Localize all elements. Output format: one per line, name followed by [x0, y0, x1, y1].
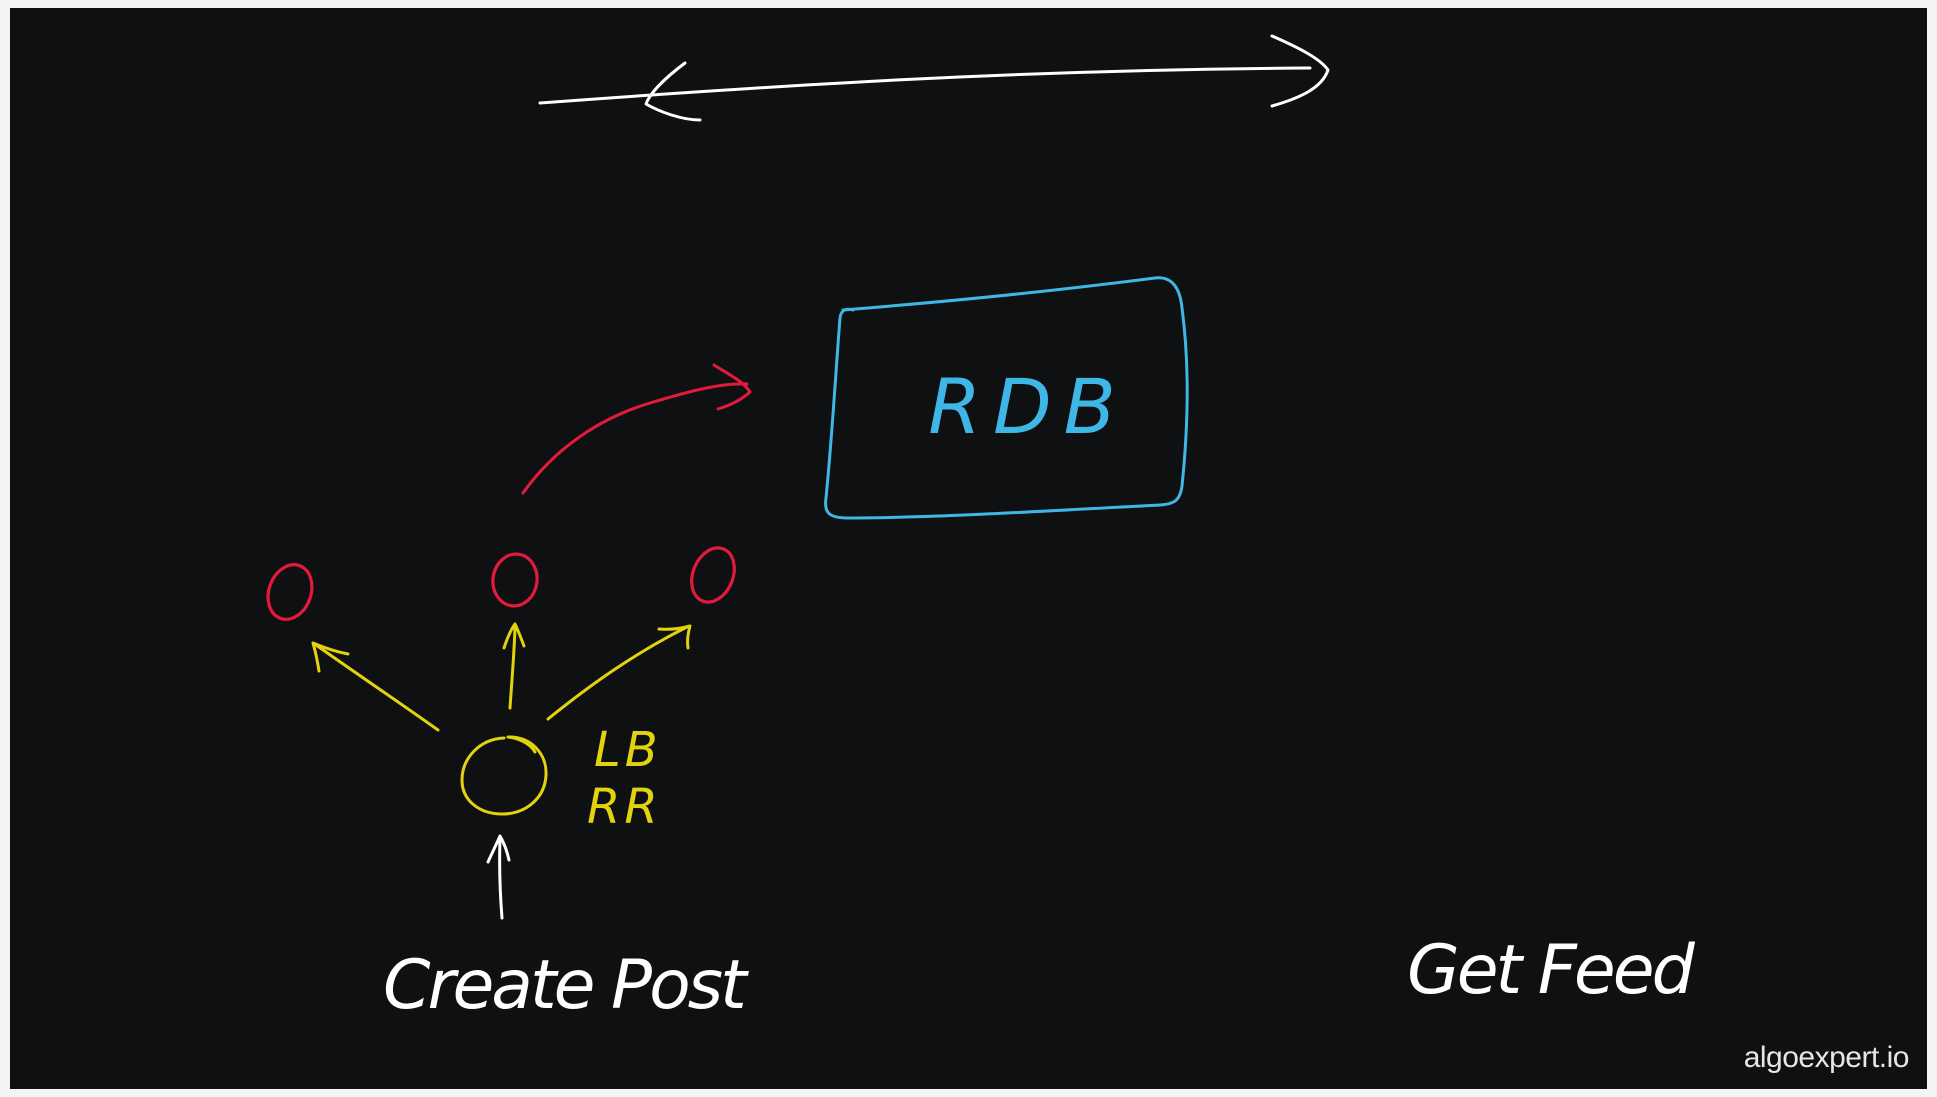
server-circles: [266, 546, 736, 621]
double-arrow: [538, 34, 1330, 122]
rdb-box: [824, 276, 1189, 520]
create-post-arrow-head: [486, 834, 511, 864]
server-circle-middle: [491, 552, 539, 608]
algoexpert-watermark: algoexpert.io: [1743, 1041, 1910, 1074]
red-arrow-to-rdb: [521, 363, 752, 495]
lb-arrow-left-shaft: [314, 643, 440, 732]
lb-arrow-left-head: [311, 641, 350, 673]
red-arrow-head: [712, 363, 752, 411]
load-balancer-circle: [460, 735, 548, 816]
create-post-arrow: [486, 834, 511, 920]
lb-arrows: [311, 622, 692, 732]
rdb-label: RDB: [928, 362, 1127, 451]
lb-arrow-middle-head: [502, 622, 526, 650]
lb-arrow-right-head: [657, 624, 692, 650]
double-arrow-right-head: [1270, 34, 1330, 108]
create-post-arrow-shaft: [498, 836, 504, 920]
diagram-svg: RDB LB RR Create Post Get Feed: [266, 34, 1699, 1025]
rr-label: RR: [587, 779, 662, 835]
red-arrow-shaft: [521, 382, 749, 495]
create-post-label: Create Post: [383, 946, 749, 1025]
server-circle-left: [266, 563, 314, 621]
lb-label: LB: [594, 722, 662, 778]
server-circle-right: [690, 546, 736, 604]
double-arrow-left-head: [644, 61, 702, 122]
double-arrow-shaft: [538, 66, 1312, 105]
whiteboard-canvas: RDB LB RR Create Post Get Feed algoexper…: [10, 8, 1927, 1089]
lb-arrow-right-shaft: [546, 625, 689, 721]
get-feed-label: Get Feed: [1407, 931, 1696, 1010]
lb-arrow-middle-shaft: [508, 626, 517, 710]
